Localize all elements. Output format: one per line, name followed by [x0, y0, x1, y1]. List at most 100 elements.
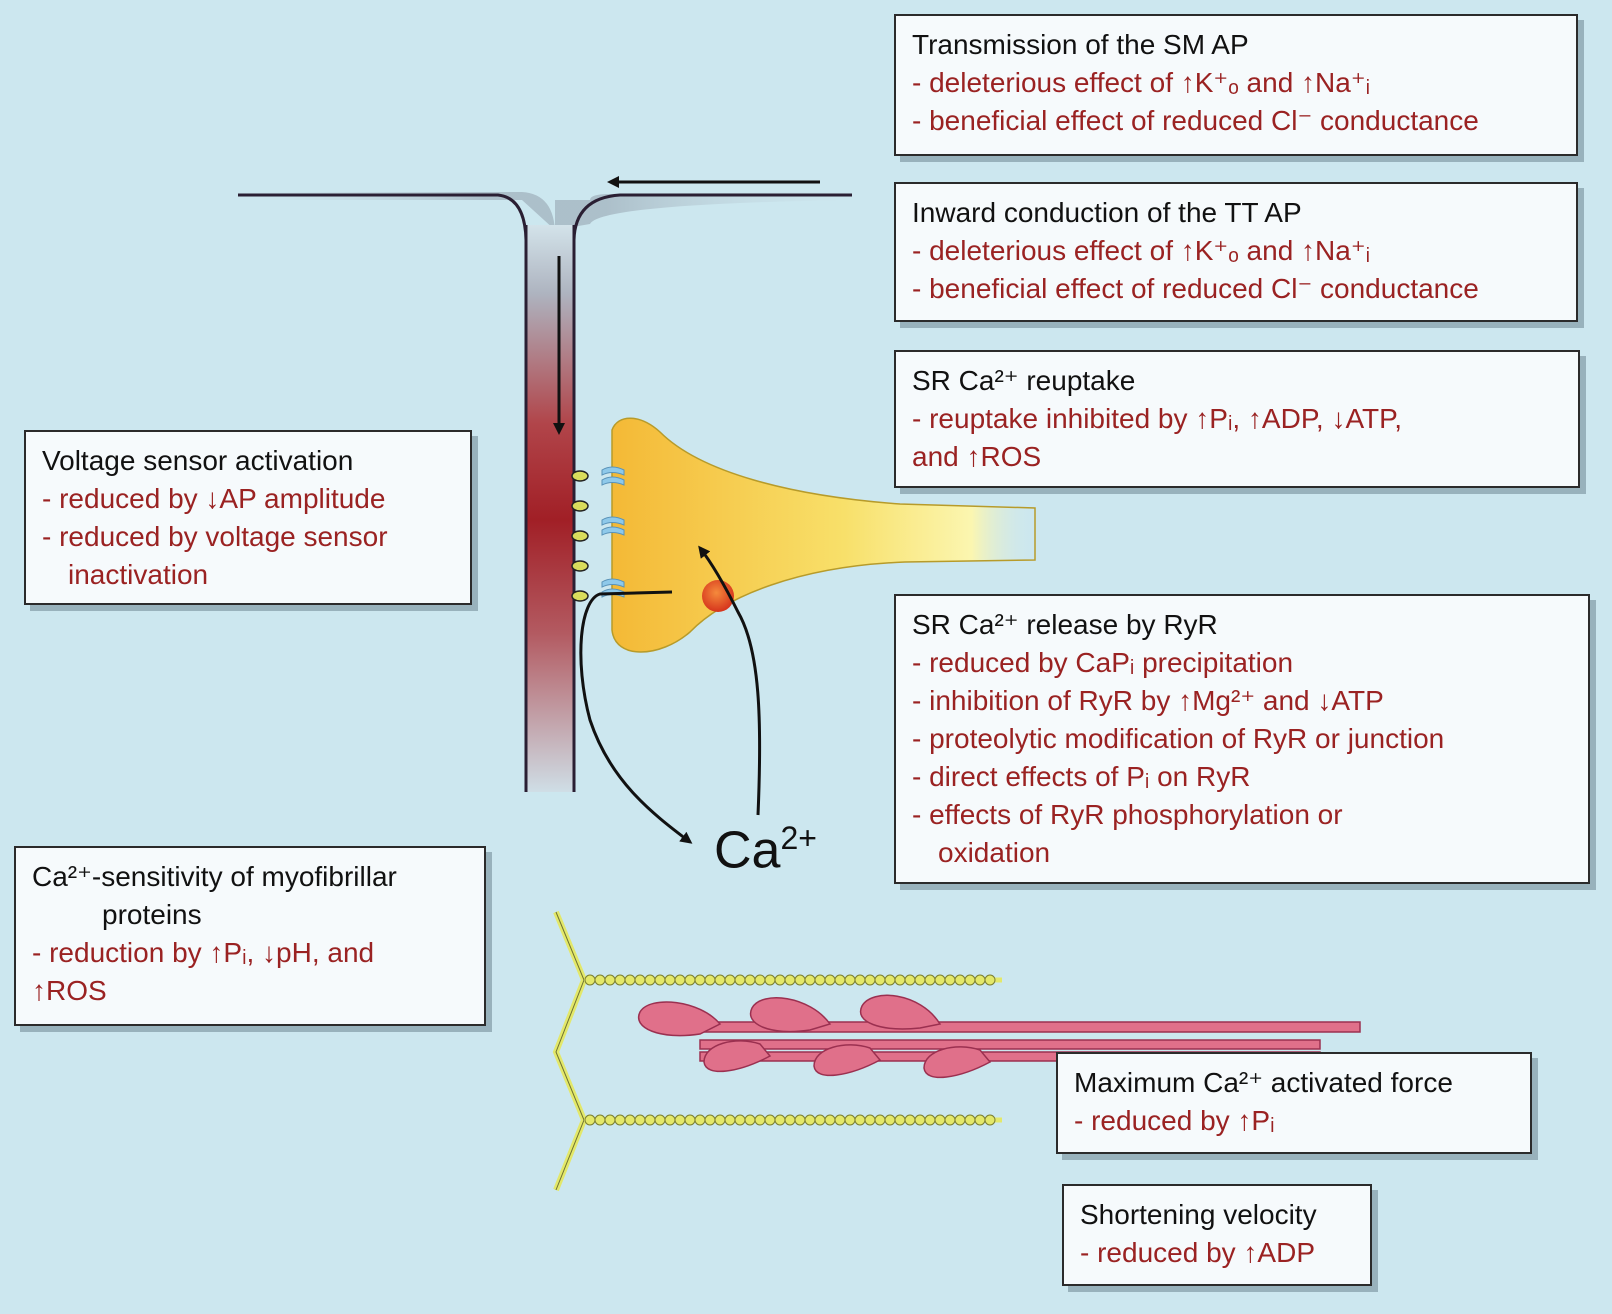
- box-line: - reduced by ↑Pᵢ: [1074, 1105, 1275, 1136]
- actin-bead: [834, 1114, 846, 1126]
- actin-bead: [794, 1114, 806, 1126]
- actin-bead: [664, 974, 676, 986]
- box-line: - beneficial effect of reduced Cl⁻ condu…: [912, 105, 1479, 136]
- box-line: - direct effects of Pᵢ on RyR: [912, 761, 1251, 792]
- calcium-label-charge: 2+: [780, 820, 817, 856]
- actin-bead: [914, 1114, 926, 1126]
- actin-bead: [964, 974, 976, 986]
- actin-bead: [594, 1114, 606, 1126]
- box-line: - effects of RyR phosphorylation or: [912, 799, 1343, 830]
- actin-bead: [784, 974, 796, 986]
- actin-bead: [974, 974, 986, 986]
- actin-bead: [824, 974, 836, 986]
- actin-bead: [794, 974, 806, 986]
- actin-bead: [944, 974, 956, 986]
- actin-bead: [884, 1114, 896, 1126]
- actin-bead: [694, 974, 706, 986]
- box-tt-ap-conduction: Inward conduction of the TT AP - deleter…: [894, 182, 1578, 322]
- actin-bead: [884, 974, 896, 986]
- actin-bead: [774, 1114, 786, 1126]
- actin-bead: [824, 1114, 836, 1126]
- actin-bead: [984, 974, 996, 986]
- actin-filament-top: [584, 974, 1002, 986]
- actin-bead: [854, 1114, 866, 1126]
- actin-bead: [624, 1114, 636, 1126]
- box-line: inactivation: [68, 559, 209, 590]
- actin-bead: [584, 1114, 596, 1126]
- actin-bead: [904, 974, 916, 986]
- t-tubule: [526, 225, 574, 792]
- actin-bead: [804, 1114, 816, 1126]
- calcium-label-base: Ca: [714, 821, 781, 880]
- box-line: - beneficial effect of reduced Cl⁻ condu…: [912, 273, 1479, 304]
- actin-bead: [764, 1114, 776, 1126]
- ca-release-arrow: [579, 590, 693, 844]
- actin-bead: [954, 1114, 966, 1126]
- actin-bead: [644, 1114, 656, 1126]
- box-title: Ca²⁺-sensitivity of myofibrillar: [32, 861, 397, 892]
- box-title: SR Ca²⁺ reuptake: [912, 365, 1136, 396]
- actin-bead: [974, 1114, 986, 1126]
- actin-bead: [684, 974, 696, 986]
- actin-bead: [704, 974, 716, 986]
- box-ca-sensitivity: Ca²⁺-sensitivity of myofibrillar protein…: [14, 846, 486, 1026]
- actin-bead: [904, 1114, 916, 1126]
- actin-bead: [924, 1114, 936, 1126]
- box-line: - proteolytic modification of RyR or jun…: [912, 723, 1445, 754]
- calcium-label: Ca2+: [714, 808, 817, 880]
- actin-bead: [684, 1114, 696, 1126]
- actin-bead: [604, 1114, 616, 1126]
- box-title: Transmission of the SM AP: [912, 29, 1249, 60]
- actin-bead: [674, 1114, 686, 1126]
- actin-bead: [854, 974, 866, 986]
- box-sm-ap-transmission: Transmission of the SM AP - deleterious …: [894, 14, 1578, 156]
- box-title: Inward conduction of the TT AP: [912, 197, 1302, 228]
- actin-bead: [894, 1114, 906, 1126]
- actin-bead: [864, 974, 876, 986]
- actin-bead: [704, 1114, 716, 1126]
- actin-bead: [744, 974, 756, 986]
- actin-bead: [614, 974, 626, 986]
- actin-bead: [874, 974, 886, 986]
- box-line: - reduced by ↑ADP: [1080, 1237, 1315, 1268]
- actin-bead: [664, 1114, 676, 1126]
- actin-bead: [744, 1114, 756, 1126]
- actin-bead: [604, 974, 616, 986]
- actin-bead: [754, 974, 766, 986]
- actin-bead: [934, 974, 946, 986]
- actin-bead: [914, 974, 926, 986]
- actin-bead: [954, 974, 966, 986]
- box-line: - reduced by ↓AP amplitude: [42, 483, 386, 514]
- box-sr-ca-release: SR Ca²⁺ release by RyR - reduced by CaPᵢ…: [894, 594, 1590, 884]
- actin-bead: [774, 974, 786, 986]
- actin-bead: [754, 1114, 766, 1126]
- voltage-sensors: [571, 470, 589, 602]
- actin-bead: [724, 974, 736, 986]
- box-max-ca-force: Maximum Ca²⁺ activated force - reduced b…: [1056, 1052, 1532, 1154]
- actin-bead: [634, 974, 646, 986]
- actin-filament-bottom: [584, 1114, 1002, 1126]
- box-line: - reduced by CaPᵢ precipitation: [912, 647, 1294, 678]
- actin-bead: [764, 974, 776, 986]
- myosin-filament: [637, 994, 1361, 1079]
- box-line: - reduced by voltage sensor: [42, 521, 388, 552]
- actin-bead: [654, 974, 666, 986]
- actin-bead: [734, 974, 746, 986]
- box-line: and ↑ROS: [912, 441, 1042, 472]
- box-line: - reuptake inhibited by ↑Pᵢ, ↑ADP, ↓ATP,: [912, 403, 1402, 434]
- ca-reuptake-arrow: [698, 545, 762, 816]
- actin-bead: [814, 974, 826, 986]
- box-line: - deleterious effect of ↑K⁺ₒ and ↑Na⁺ᵢ: [912, 235, 1371, 266]
- box-title: Shortening velocity: [1080, 1199, 1317, 1230]
- actin-bead: [844, 974, 856, 986]
- actin-bead: [844, 1114, 856, 1126]
- actin-bead: [654, 1114, 666, 1126]
- actin-bead: [584, 974, 596, 986]
- box-title: Maximum Ca²⁺ activated force: [1074, 1067, 1453, 1098]
- actin-bead: [944, 1114, 956, 1126]
- actin-bead: [644, 974, 656, 986]
- actin-bead: [714, 974, 726, 986]
- actin-bead: [634, 1114, 646, 1126]
- actin-bead: [624, 974, 636, 986]
- actin-bead: [724, 1114, 736, 1126]
